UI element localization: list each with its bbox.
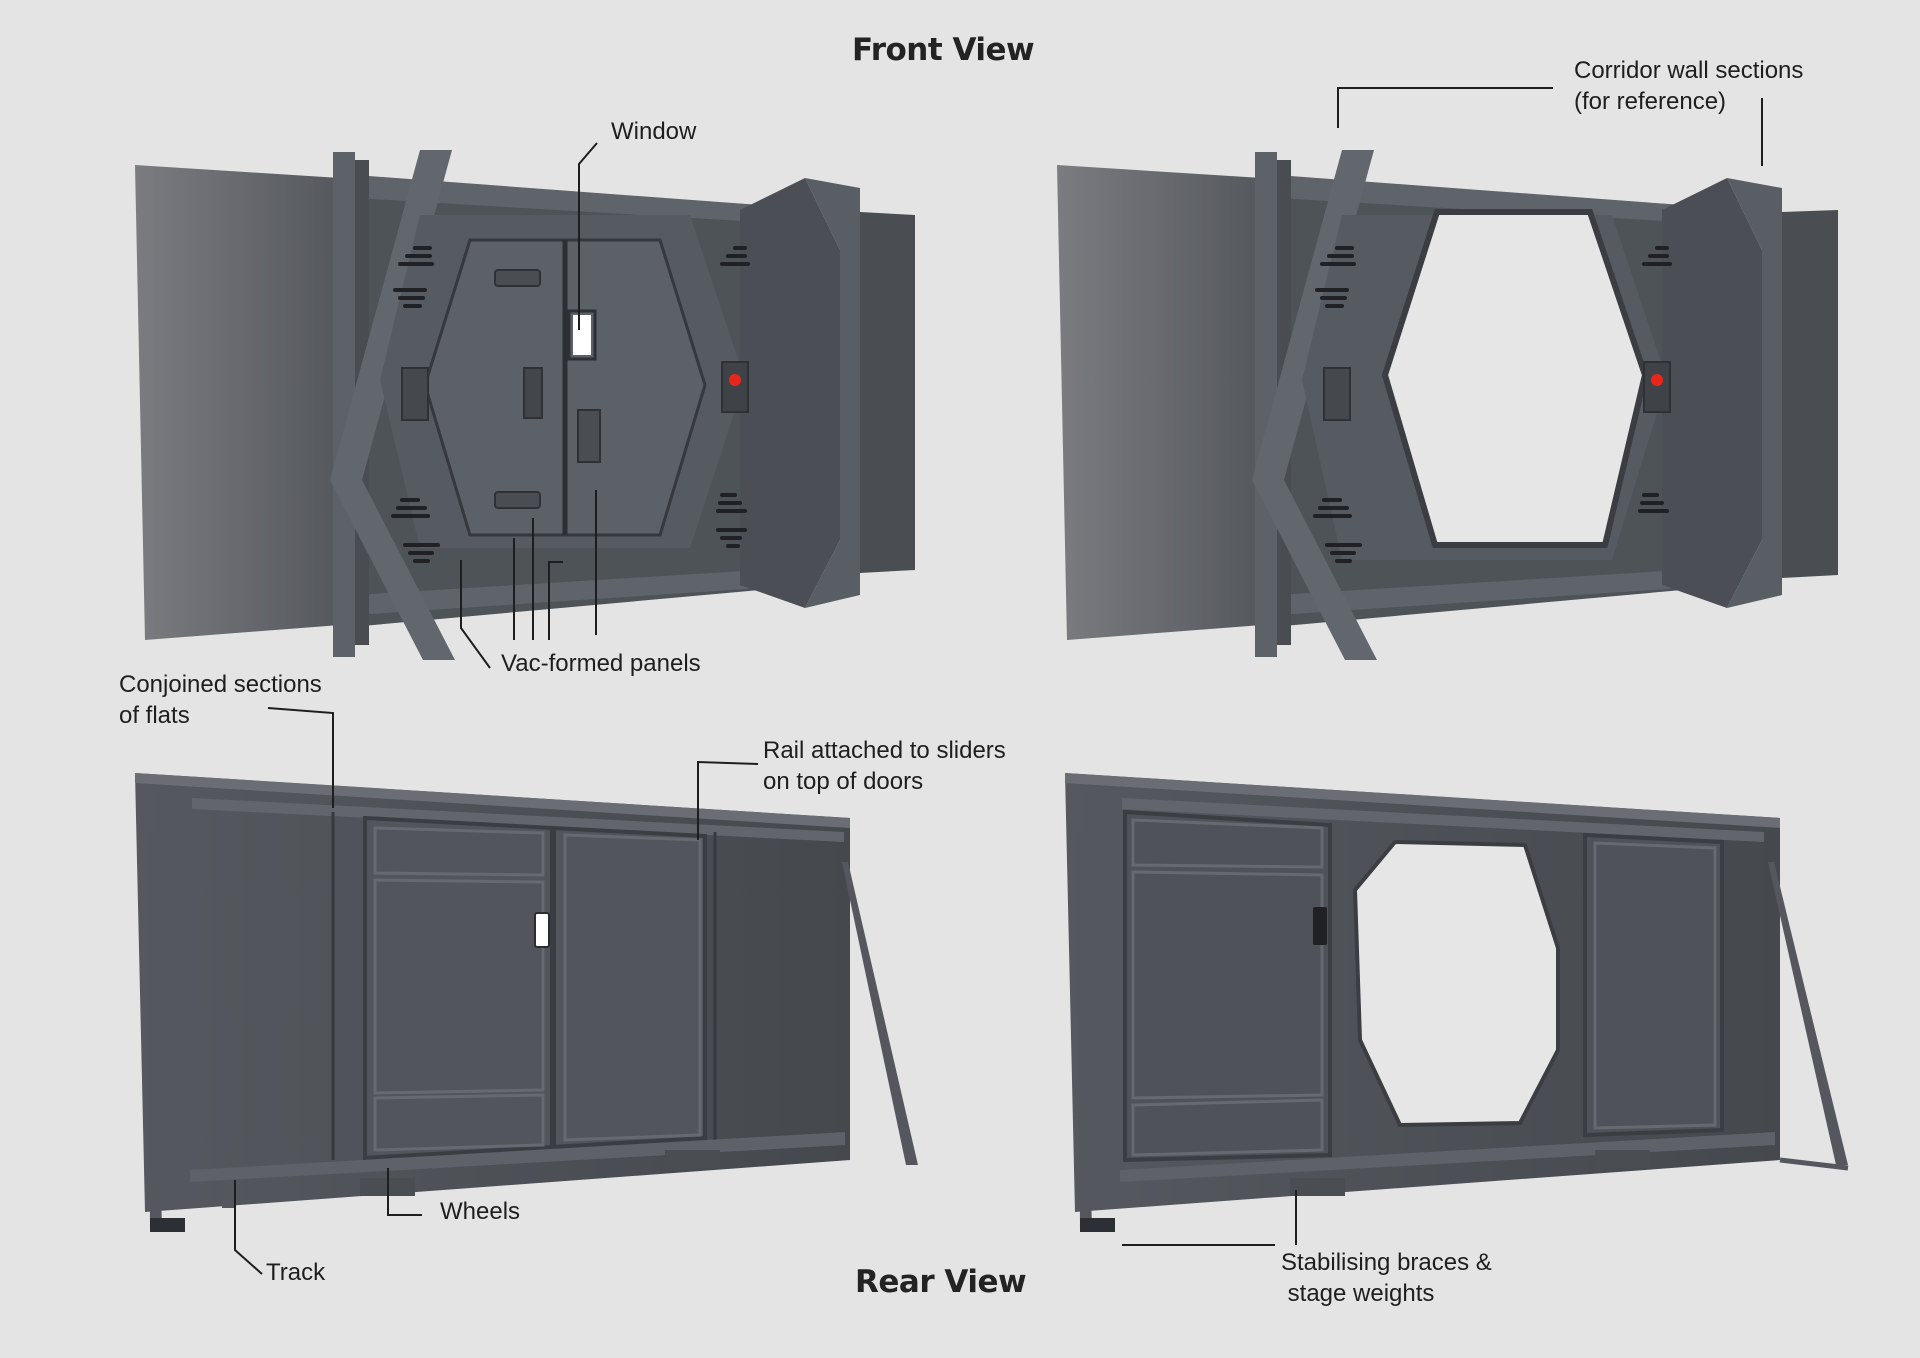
wheels-label: Wheels (440, 1198, 521, 1225)
front-view-open-model (1057, 150, 1838, 660)
track-leader-line (234, 1180, 263, 1275)
rear-view-closed-model (135, 773, 918, 1232)
stabilising-braces-label-line2: stage weights (1281, 1280, 1435, 1307)
wheels-leader-line (387, 1168, 422, 1216)
corridor-wall-label-line1: Corridor wall sections (1574, 57, 1804, 84)
vac-panel-leader-1 (460, 560, 491, 669)
leader-lines (234, 87, 1763, 1275)
rail-label-line2: on top of doors (763, 768, 924, 795)
front-view-closed-model (135, 150, 915, 660)
front-view-title: Front View (852, 32, 1035, 68)
stabilising-braces-label-line1: Stabilising braces & (1281, 1249, 1492, 1276)
rear-view-open-model (1065, 773, 1849, 1232)
window-label: Window (611, 118, 697, 145)
vac-formed-panels-label: Vac-formed panels (501, 650, 701, 677)
corridor-wall-label-line2: (for reference) (1574, 88, 1727, 115)
rail-label-line1: Rail attached to sliders (763, 737, 1006, 764)
track-label: Track (266, 1259, 326, 1286)
rear-view-title: Rear View (855, 1264, 1027, 1300)
conjoined-sections-label-line2: of flats (119, 702, 190, 729)
rail-leader-line (697, 760, 759, 840)
conjoined-leader-line (267, 707, 334, 808)
conjoined-sections-label-line1: Conjoined sections (119, 671, 322, 698)
window-leader-line (578, 142, 598, 330)
corridor-left-leader-line (1337, 87, 1553, 128)
